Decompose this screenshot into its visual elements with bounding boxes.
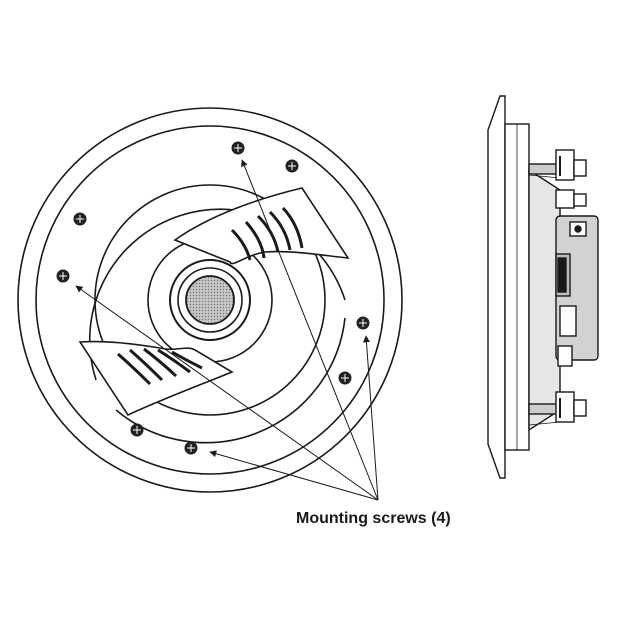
outer-trim-ring [17,107,403,493]
tweeter-ring [169,259,251,341]
leader-lines [75,159,379,501]
tweeter-grille [185,275,235,325]
tweeter-bridge-upper [173,187,350,265]
leader-line [75,285,379,501]
upper-dog-ear-clamp [528,149,587,209]
inner-trim-ring [35,125,385,475]
screw-icon [130,423,144,437]
screw-icon [285,159,299,173]
screw-icon [338,371,352,385]
screw-icon [356,316,370,330]
screw-icon [231,141,245,155]
front-screws [56,141,370,455]
leader-line [362,335,379,501]
trim-flange [487,95,506,479]
leader-line [241,159,379,501]
bridge-slots-lower [117,347,203,386]
lower-dog-ear-clamp [528,391,587,423]
mounting-screws-label: Mounting screws (4) [296,510,451,527]
speaker-side-view [487,95,599,479]
crossover-component [557,345,573,367]
screw-icon [73,212,87,226]
mounting-baffle-edge-lower [115,317,346,444]
tweeter-ring-inner [177,267,243,333]
crossover-component [559,305,577,337]
speaker-front-view [17,107,403,493]
tweeter-bridge-lower [78,340,234,417]
leader-line [209,450,379,501]
screw-icon [184,441,198,455]
screw-icon [56,269,70,283]
